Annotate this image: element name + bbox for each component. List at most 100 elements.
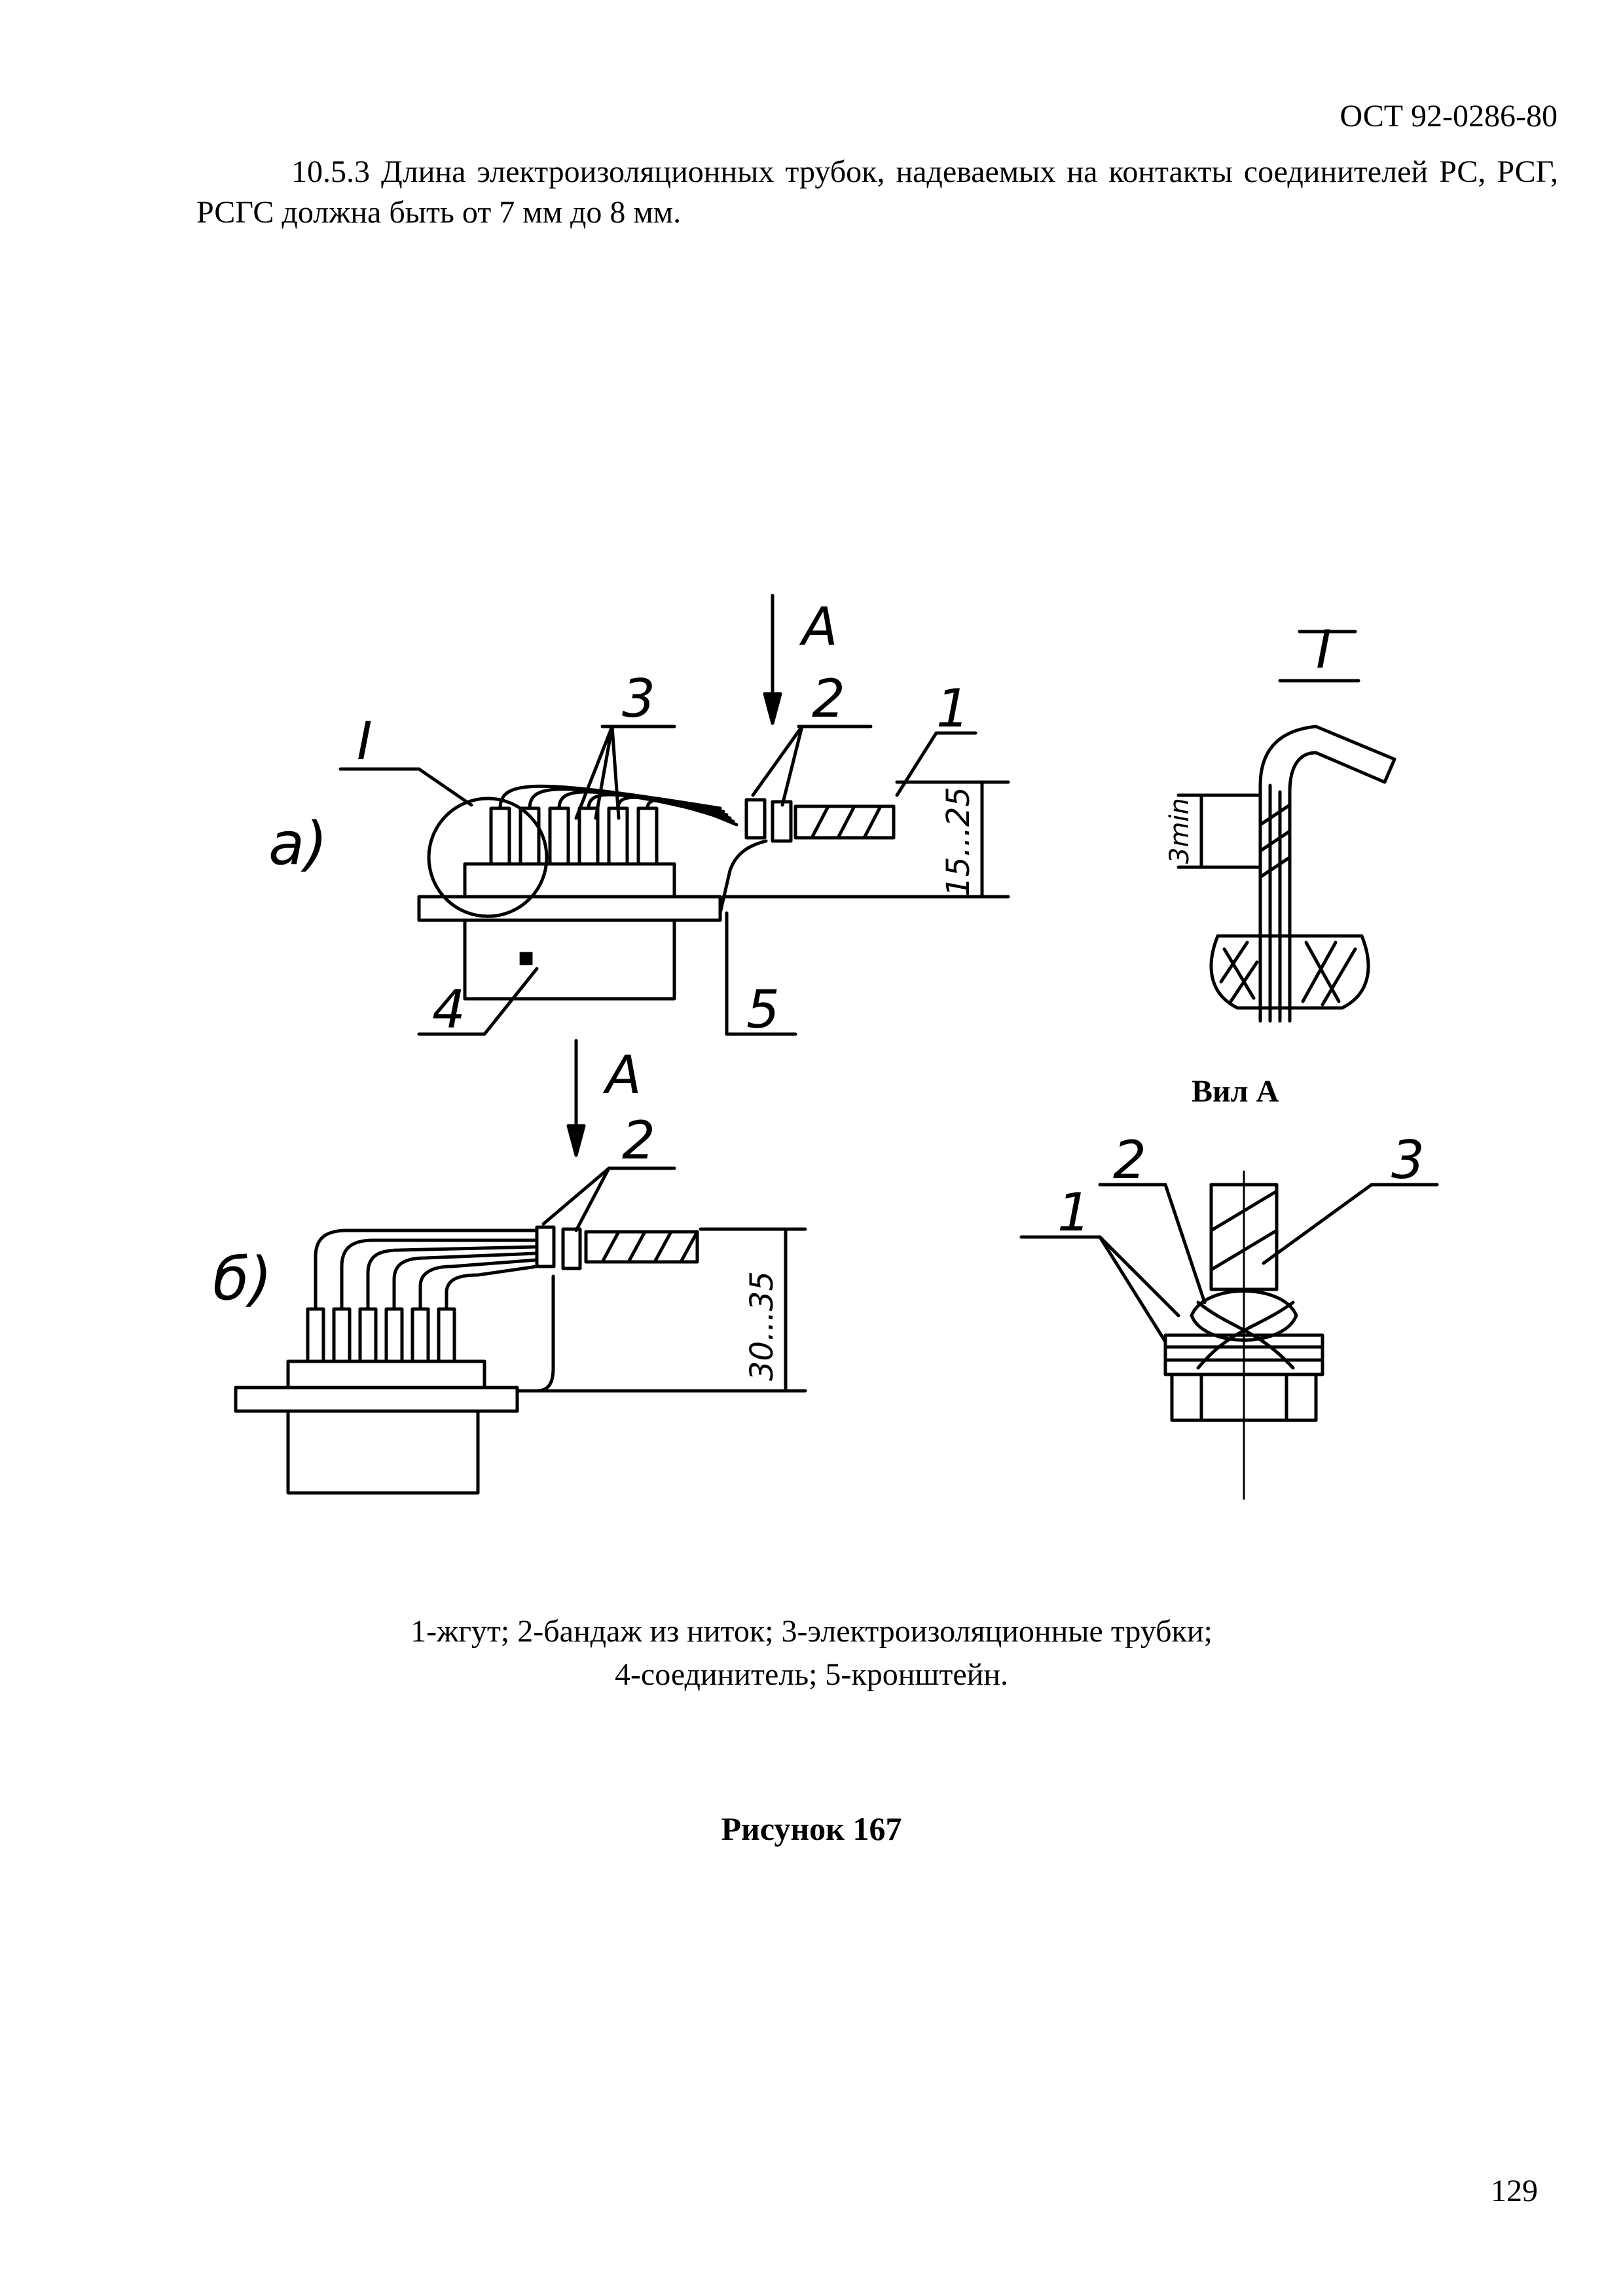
label-5-a: 5 (746, 979, 780, 1040)
view-a-leader-1-l2 (1098, 1235, 1167, 1344)
harness-a-hatch-3 (862, 804, 883, 840)
label-3-a: 3 (622, 668, 655, 729)
label-1-a: 1 (936, 678, 970, 739)
view-a-base (1170, 1372, 1318, 1422)
detail-circle-i (427, 797, 549, 918)
bracket-a (718, 839, 768, 915)
bandage-b-2 (561, 1227, 582, 1270)
bandage-b-1 (535, 1225, 556, 1268)
view-a-leader-3-l (1262, 1183, 1374, 1265)
detail-i-title: I (1316, 619, 1332, 680)
view-arrow-a-bottom-head (566, 1124, 586, 1157)
harness-a (793, 804, 896, 840)
pin-b-1 (306, 1307, 325, 1363)
wire-b-3 (366, 1245, 539, 1311)
view-a-label-2: 2 (1113, 1130, 1146, 1191)
detail-i-crosshatch-6 (1304, 941, 1341, 1003)
drawing-view-a: 1 2 3 (1019, 1130, 1439, 1500)
view-arrow-a-bottom-label: А (602, 1045, 642, 1105)
leader-1-a (895, 731, 938, 797)
connector-body-a (463, 918, 676, 1001)
detail-ref-a-leader (417, 767, 473, 807)
harness-b-hatch-3 (653, 1230, 673, 1264)
wire-b-2 (340, 1238, 539, 1311)
label-4-a: 4 (432, 979, 465, 1040)
detail-i-crosshatch-1 (1219, 941, 1249, 984)
detail-i-hatch-1 (1258, 803, 1292, 827)
detail-i-crosshatch-3 (1301, 941, 1338, 1003)
page-number: 129 (1491, 2174, 1538, 2208)
dim-b-label: 30...35 (744, 1271, 780, 1381)
harness-b-hatch-1 (600, 1230, 621, 1264)
view-a-leader-2-l (1163, 1183, 1207, 1304)
leader-2-a-l2 (780, 725, 804, 807)
paragraph-text: 10.5.3 Длина электроизоляционных трубок,… (196, 154, 1558, 230)
bracket-b (515, 1274, 555, 1393)
detail-i-hatch-3 (1258, 855, 1292, 879)
view-a-label-3: 3 (1391, 1130, 1425, 1191)
pin-a-1 (489, 806, 511, 866)
wire-b-6 (445, 1265, 539, 1311)
pin-b-6 (437, 1307, 456, 1363)
pin-b-5 (410, 1307, 430, 1363)
wire-a-6 (646, 798, 739, 827)
connector-flange-a (463, 862, 676, 899)
leader-3-a-l1 (574, 725, 614, 820)
pin-a-6 (636, 806, 659, 866)
dim-a-label: 15...25 (940, 787, 977, 897)
wire-b-1 (314, 1229, 539, 1311)
connector-flange-b (286, 1359, 486, 1390)
harness-a-hatch-1 (810, 804, 830, 840)
detail-i-dim-label: 3min (1165, 798, 1195, 864)
bandage-a-1 (744, 798, 767, 840)
leader-2-b-l2 (574, 1166, 611, 1232)
view-arrow-a-top-head (763, 692, 782, 725)
label-2-b: 2 (622, 1110, 655, 1171)
drawing-part-a: А 1 2 3 I а) ▪ (268, 594, 1010, 1040)
harness-b-hatch-4 (679, 1230, 699, 1264)
wire-b-4 (392, 1251, 539, 1311)
view-a-harness-hatch-1 (1209, 1189, 1279, 1232)
label-part-b: б) (213, 1245, 272, 1314)
detail-i-crosshatch-5 (1222, 947, 1256, 1000)
pin-b-3 (358, 1307, 378, 1363)
figure-legend: 1-жгут; 2-бандаж из ниток; 3-электроизол… (0, 1610, 1623, 1696)
detail-i-connector-body (1209, 934, 1370, 1010)
paragraph-10-5-3: 10.5.3 Длина электроизоляционных трубок,… (196, 152, 1558, 233)
connector-plate-b (234, 1386, 519, 1413)
figure-caption: Рисунок 167 (721, 1810, 902, 1847)
view-a-title: Вил А (1192, 1074, 1279, 1109)
view-a-harness-hatch-2 (1209, 1229, 1279, 1272)
harness-b (584, 1230, 699, 1264)
view-arrow-a-top-label: А (799, 596, 838, 657)
drawing-part-b: А 2 б) 30...35 (213, 1039, 807, 1495)
document-code: ОСТ 92-0286-80 (1340, 99, 1558, 134)
connector-body-b (286, 1409, 480, 1495)
bandage-a-2 (771, 800, 793, 843)
connector-plate-a (417, 895, 722, 922)
drawing-detail-i: I 3min (1165, 619, 1396, 1023)
view-a-label-1: 1 (1057, 1182, 1091, 1243)
leader-3-a-l2 (594, 725, 614, 820)
harness-a-hatch-2 (836, 804, 856, 840)
detail-i-crosshatch-4 (1321, 947, 1357, 1007)
pin-a-3 (548, 806, 570, 866)
label-2-a: 2 (812, 668, 845, 729)
leader-4-a (483, 967, 539, 1036)
view-a-cross-2 (1196, 1300, 1295, 1370)
detail-i-hatch-2 (1258, 829, 1292, 853)
label-detail-ref-a: I (357, 711, 373, 772)
pin-b-4 (384, 1307, 404, 1363)
connector-body-a-dot: ▪ (517, 942, 535, 972)
view-a-leader-1-l1 (1098, 1235, 1180, 1318)
leader-2-b-l1 (541, 1166, 611, 1226)
legend-line-1: 1-жгут; 2-бандаж из ниток; 3-электроизол… (410, 1614, 1213, 1649)
pin-b-2 (332, 1307, 352, 1363)
detail-i-tube (1258, 725, 1396, 1023)
legend-line-2: 4-соединитель; 5-кронштейн. (614, 1657, 1009, 1692)
label-part-a: а) (268, 810, 327, 878)
wire-b-5 (418, 1258, 539, 1311)
harness-b-hatch-2 (627, 1230, 647, 1264)
leader-2-a-l1 (751, 725, 804, 797)
